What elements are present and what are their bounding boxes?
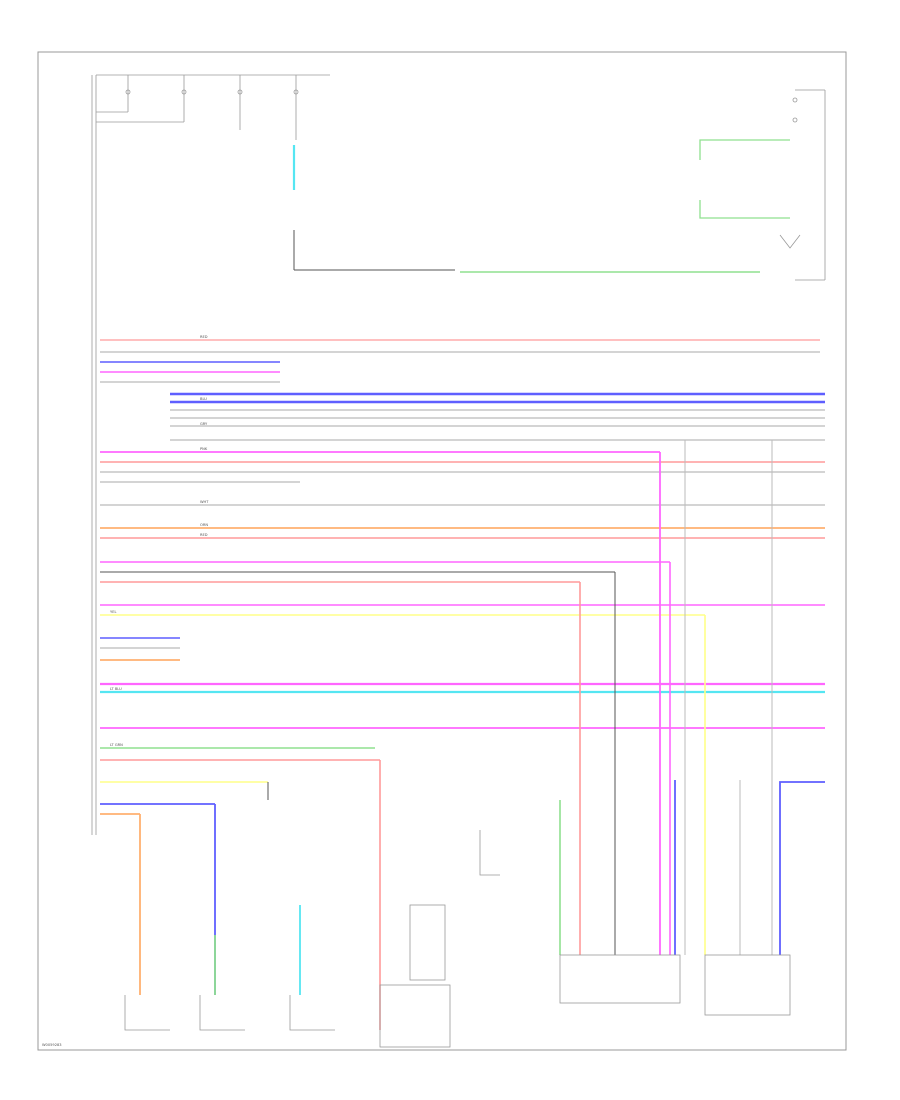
wire-label-pink-1: PNK (200, 447, 208, 451)
wire-label-cyan-1: LT BLU (110, 687, 122, 691)
wire-label-green-1: LT GRN (110, 743, 123, 747)
page-id: W0059283 (42, 1043, 62, 1047)
wire-label-blue-1: BLU (200, 397, 207, 401)
vertical-drops (139, 440, 825, 1030)
diagram-frame (37, 51, 847, 1051)
wire-green-loop-2 (699, 200, 790, 219)
components-bottom (124, 830, 791, 1048)
wire-label-red-2: RED (200, 533, 208, 537)
wire-label-orange-1: ORN (200, 523, 208, 527)
wire-label-white-1: WHT (200, 500, 209, 504)
wire-label-yellow-1: YEL (110, 610, 116, 614)
memory-module-top-right (779, 89, 826, 281)
wire-green-loop (699, 139, 790, 160)
bus-wires (100, 339, 825, 815)
fuse-block-top (91, 74, 330, 835)
wire-label-gray-1: GRY (200, 422, 208, 426)
wire-label-red-1: RED (200, 335, 208, 339)
